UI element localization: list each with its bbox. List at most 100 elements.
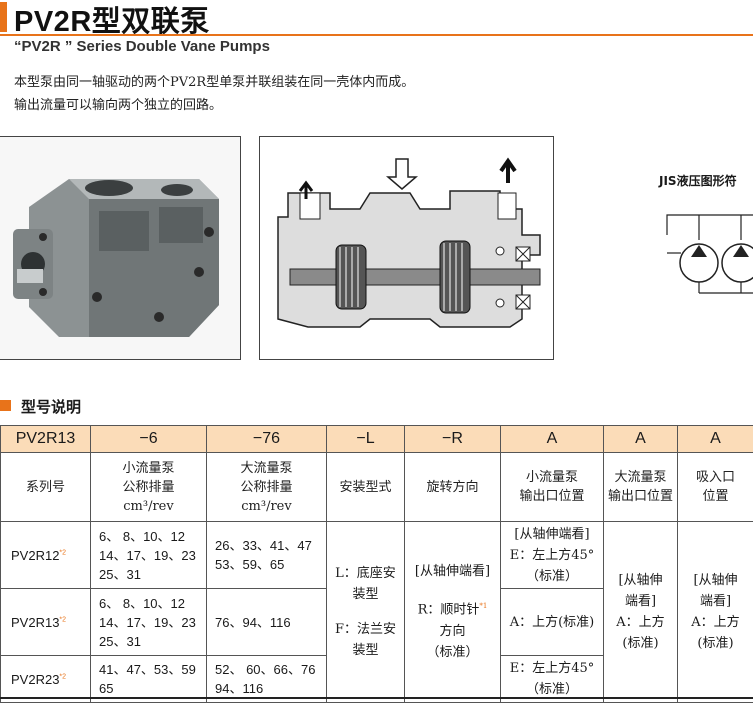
option-line: (标准)	[605, 633, 676, 654]
option-line: A：上方	[679, 612, 752, 633]
table-row: PV2R12*2 6、 8、10、12 14、17、19、23 25、31 26…	[1, 522, 753, 589]
option-line: [从轴伸	[605, 570, 676, 591]
header-large-outlet: A	[604, 426, 678, 453]
option-line: [从轴伸端看]	[406, 561, 499, 582]
intro-line-1: 本型泵由同一轴驱动的两个PV2R型单泵并联组装在同一壳体内而成。	[14, 71, 414, 90]
series-code: PV2R23	[11, 672, 59, 687]
small-displacement-cell: 6、 8、10、12 14、17、19、23 25、31	[91, 522, 207, 589]
pump-photo-drawing	[0, 137, 240, 359]
spacer	[328, 605, 403, 619]
large-displacement-cell: 26、33、41、47 53、59、65	[207, 522, 327, 589]
large-displacement-cell: 52、 60、66、76 94、116	[207, 656, 327, 703]
value-line: 6、 8、10、12	[99, 527, 205, 546]
value-line: 25、31	[99, 632, 205, 651]
header-rotation: −R	[405, 426, 501, 453]
value-line: 52、 60、66、76	[215, 660, 325, 679]
desc-line: 位置	[679, 487, 752, 506]
model-code-table: PV2R13 −6 −76 −L −R A A A 系列号 小流量泵 公称排量 …	[0, 425, 753, 703]
desc-series: 系列号	[1, 453, 91, 522]
rotation-value: R：顺时针	[418, 603, 480, 618]
header-series: PV2R13	[1, 426, 91, 453]
table-bottom-rule	[0, 697, 753, 699]
value-line: 65	[99, 679, 205, 698]
small-displacement-cell: 41、47、53、59 65	[91, 656, 207, 703]
desc-unit: cm³/rev	[92, 497, 205, 516]
series-cell: PV2R13*2	[1, 589, 91, 656]
option-line: 方向	[406, 621, 499, 642]
title-underline	[0, 34, 753, 36]
desc-small-outlet: 小流量泵 输出口位置	[501, 453, 604, 522]
footnote-mark: *2	[59, 673, 66, 680]
value-line: 76、94、116	[215, 613, 325, 632]
small-outlet-cell: A：上方(标准)	[501, 589, 604, 656]
option-line: E：左上方45°	[502, 658, 602, 679]
desc-large-outlet: 大流量泵 输出口位置	[604, 453, 678, 522]
header-small-displacement: −6	[91, 426, 207, 453]
large-displacement-cell: 76、94、116	[207, 589, 327, 656]
section-marker	[0, 400, 11, 411]
title-bar: PV2R型双联泵	[0, 0, 753, 34]
header-large-displacement: −76	[207, 426, 327, 453]
value-line: 14、17、19、23	[99, 546, 205, 565]
option-line: F：法兰安	[328, 619, 403, 640]
desc-inlet: 吸入口 位置	[678, 453, 753, 522]
value-line: 53、59、65	[215, 555, 325, 574]
desc-line: 输出口位置	[502, 487, 602, 506]
value-line: 25、31	[99, 565, 205, 584]
title-accent-bar	[0, 2, 7, 32]
footnote-mark: *1	[479, 602, 487, 610]
series-cell: PV2R12*2	[1, 522, 91, 589]
desc-line: 小流量泵	[92, 459, 205, 478]
section-title: 型号说明	[21, 396, 81, 417]
option-line: A：上方(标准)	[502, 612, 602, 633]
option-line: (标准)	[679, 633, 752, 654]
table-header-row: PV2R13 −6 −76 −L −R A A A	[1, 426, 753, 453]
desc-line: 吸入口	[679, 468, 752, 487]
jis-symbol-label: JIS液压图形符	[659, 172, 737, 189]
large-outlet-options-cell: [从轴伸 端看] A：上方 (标准)	[604, 522, 678, 703]
jis-symbol-drawing	[665, 205, 753, 309]
option-line: 端看]	[605, 591, 676, 612]
desc-unit: cm³/rev	[208, 497, 325, 516]
cross-section-drawing	[260, 137, 553, 359]
header-mounting: −L	[327, 426, 405, 453]
series-code: PV2R13	[11, 615, 59, 630]
value-line: 94、116	[215, 679, 325, 698]
header-small-outlet: A	[501, 426, 604, 453]
page-subtitle: “PV2R ” Series Double Vane Pumps	[14, 38, 270, 55]
header-inlet: A	[678, 426, 753, 453]
value-line: 6、 8、10、12	[99, 594, 205, 613]
rotation-options-cell: [从轴伸端看] R：顺时针*1 方向 （标准）	[405, 522, 501, 703]
desc-line: 小流量泵	[502, 468, 602, 487]
desc-line: 大流量泵	[605, 468, 676, 487]
option-line: R：顺时针*1	[406, 596, 499, 620]
desc-line: 公称排量	[208, 478, 325, 497]
footnote-mark: *2	[59, 549, 66, 556]
option-line: 端看]	[679, 591, 752, 612]
option-line: 装型	[328, 640, 403, 661]
small-outlet-cell: [从轴伸端看] E：左上方45° （标准）	[501, 522, 604, 589]
small-displacement-cell: 6、 8、10、12 14、17、19、23 25、31	[91, 589, 207, 656]
table-description-row: 系列号 小流量泵 公称排量 cm³/rev 大流量泵 公称排量 cm³/rev …	[1, 453, 753, 522]
mounting-options-cell: L：底座安 装型 F：法兰安 装型	[327, 522, 405, 703]
option-line: E：左上方45°	[502, 545, 602, 566]
desc-line: 公称排量	[92, 478, 205, 497]
option-line: 装型	[328, 584, 403, 605]
option-line: （标准）	[502, 566, 602, 587]
value-line: 14、17、19、23	[99, 613, 205, 632]
small-outlet-cell: E：左上方45° （标准）	[501, 656, 604, 703]
footnote-mark: *2	[59, 616, 66, 623]
desc-line: 输出口位置	[605, 487, 676, 506]
option-line: L：底座安	[328, 563, 403, 584]
jis-hydraulic-symbol	[665, 205, 753, 309]
series-code: PV2R12	[11, 548, 59, 563]
option-line: （标准）	[406, 642, 499, 663]
inlet-options-cell: [从轴伸 端看] A：上方 (标准)	[678, 522, 753, 703]
option-line: [从轴伸端看]	[502, 524, 602, 545]
option-line: [从轴伸	[679, 570, 752, 591]
series-cell: PV2R23*2	[1, 656, 91, 703]
option-line: A：上方	[605, 612, 676, 633]
desc-mounting: 安装型式	[327, 453, 405, 522]
desc-line: 大流量泵	[208, 459, 325, 478]
desc-large-displacement: 大流量泵 公称排量 cm³/rev	[207, 453, 327, 522]
